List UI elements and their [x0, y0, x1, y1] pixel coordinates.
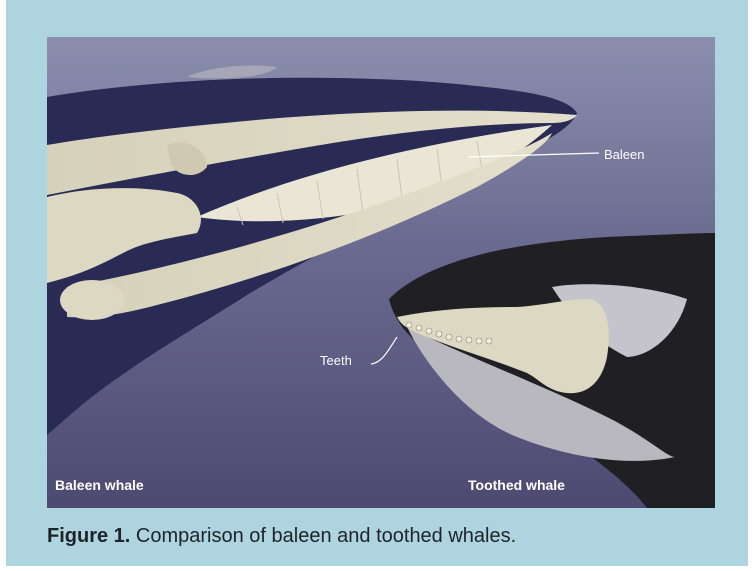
figure-caption: Figure 1. Comparison of baleen and tooth…	[47, 518, 727, 554]
jaw-joint	[60, 280, 124, 320]
caption-figure-number: Figure 1.	[47, 525, 130, 547]
baleen-whale-label: Baleen whale	[55, 477, 144, 493]
baleen-label: Baleen	[604, 147, 644, 162]
teeth-label: Teeth	[320, 353, 352, 368]
caption-text: Comparison of baleen and toothed whales.	[136, 525, 516, 547]
whale-diagram: Baleen Teeth Baleen whale Toothed whale	[47, 37, 715, 508]
figure-panel: Baleen Teeth Baleen whale Toothed whale …	[6, 0, 748, 566]
whale-illustration: Baleen Teeth Baleen whale Toothed whale	[47, 37, 715, 508]
toothed-whale-label: Toothed whale	[468, 477, 565, 493]
